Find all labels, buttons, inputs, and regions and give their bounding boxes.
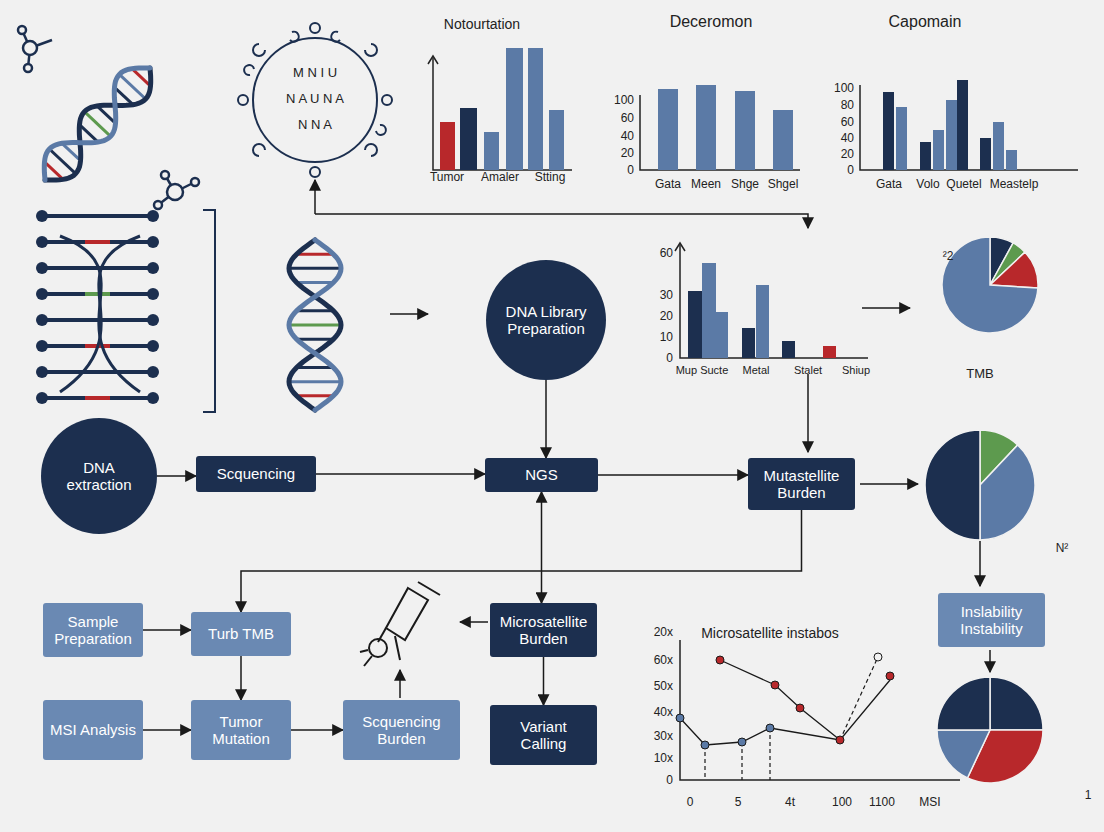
- chart-label: Stalet: [794, 365, 822, 376]
- chart-label: 100: [832, 796, 852, 808]
- process-box: Variant Calling: [490, 705, 597, 765]
- node-text: Mutastellite Burden: [754, 467, 849, 502]
- chart-label: 1: [1085, 789, 1092, 801]
- chart-label: N N A: [298, 118, 332, 131]
- flow-arrow: [240, 656, 242, 700]
- chart-label: TMB: [966, 367, 993, 380]
- chart-label: 100: [614, 94, 634, 106]
- node-text: Inslability Instability: [944, 603, 1039, 638]
- chart-label: 30: [660, 289, 673, 301]
- chart-label: Stting: [535, 171, 566, 183]
- chart-label: 20: [660, 310, 673, 322]
- process-circle: DNA extraction: [41, 418, 157, 534]
- chart-label: Shge: [731, 178, 759, 190]
- chart-label: Tumor: [430, 171, 464, 183]
- node-text: DNA Library Preparation: [496, 303, 596, 338]
- chart-label: Shiup: [842, 365, 870, 376]
- chart-label: 60: [621, 112, 634, 124]
- process-box: NGS: [485, 458, 598, 492]
- chart-label: Microsatellite instabos: [701, 626, 839, 640]
- flow-arrow: [316, 473, 485, 475]
- chart-label: Quetel: [946, 178, 981, 190]
- chart-label: Shgel: [768, 178, 799, 190]
- node-text: Variant Calling: [496, 718, 591, 753]
- node-text: Sample Preparation: [49, 613, 137, 648]
- chart-label: 50x: [654, 680, 673, 692]
- chart-label: Meastelp: [990, 178, 1039, 190]
- chart-label: Volo: [916, 178, 939, 190]
- node-text: Turb TMB: [208, 625, 274, 642]
- flow-arrow: [543, 657, 545, 705]
- chart-label: 80: [841, 99, 854, 111]
- chart-label: 0: [847, 164, 854, 176]
- process-box: Scquencing: [196, 456, 316, 492]
- chart-label: MSI: [919, 796, 940, 808]
- chart-label: 0: [687, 796, 694, 808]
- process-box: Sample Preparation: [43, 603, 143, 657]
- node-text: NGS: [525, 466, 558, 483]
- chart-label: 20x: [654, 626, 673, 638]
- process-box: Scquencing Burden: [343, 700, 460, 760]
- process-circle: DNA Library Preparation: [486, 260, 606, 380]
- process-box: Inslability Instability: [938, 593, 1045, 647]
- chart-label: 10x: [654, 752, 673, 764]
- flow-arrow: [143, 629, 191, 631]
- chart-label: 0: [627, 164, 634, 176]
- chart-label: 40: [621, 130, 634, 142]
- chart-label: 40x: [654, 706, 673, 718]
- node-text: Scquencing Burden: [349, 713, 454, 748]
- flow-arrow: [541, 492, 543, 603]
- flow-arrow: [241, 510, 802, 612]
- chart-label: Gata: [876, 178, 902, 190]
- node-text: Tumor Mutation: [197, 713, 285, 748]
- chart-label: Mup Sucte: [676, 365, 729, 376]
- chart-label: 30x: [654, 730, 673, 742]
- flow-arrow: [598, 474, 748, 476]
- flow-arrow: [291, 729, 343, 731]
- chart-label: 10: [660, 331, 673, 343]
- process-box: MSI Analysis: [43, 700, 143, 760]
- chart-label: 1100: [869, 796, 895, 808]
- flow-arrow: [545, 380, 547, 458]
- chart-label: 40: [841, 132, 854, 144]
- chart-label: Deceromon: [670, 14, 753, 30]
- chart-label: Meen: [691, 178, 721, 190]
- node-text: MSI Analysis: [50, 721, 136, 738]
- chart-label: 4t: [785, 796, 795, 808]
- process-box: Turb TMB: [191, 612, 291, 656]
- node-text: DNA extraction: [51, 459, 147, 494]
- process-box: Tumor Mutation: [191, 700, 291, 760]
- process-box: Mutastellite Burden: [748, 458, 855, 510]
- chart-label: 0: [666, 352, 673, 364]
- chart-label: Gata: [655, 178, 681, 190]
- chart-label: ²2: [943, 250, 954, 262]
- chart-label: N A U N A: [286, 92, 344, 105]
- chart-label: 60: [841, 116, 854, 128]
- chart-label: M N I U: [293, 66, 337, 79]
- chart-label: 100: [834, 82, 854, 94]
- chart-label: N²: [1056, 542, 1069, 554]
- chart-label: 60: [660, 247, 673, 259]
- node-text: Scquencing: [217, 465, 295, 482]
- node-text: Microsatellite Burden: [496, 613, 591, 648]
- process-box: Microsatellite Burden: [490, 603, 597, 657]
- chart-label: Notourtation: [444, 17, 520, 31]
- chart-label: 0: [666, 774, 673, 786]
- chart-label: 60x: [654, 654, 673, 666]
- chart-label: 20: [621, 147, 634, 159]
- flow-arrow: [157, 475, 196, 477]
- chart-label: Capomain: [889, 14, 962, 30]
- chart-label: Amaler: [481, 171, 519, 183]
- chart-label: 20: [841, 148, 854, 160]
- flow-arrow: [143, 729, 191, 731]
- chart-label: Metal: [743, 365, 770, 376]
- chart-label: 5: [735, 796, 742, 808]
